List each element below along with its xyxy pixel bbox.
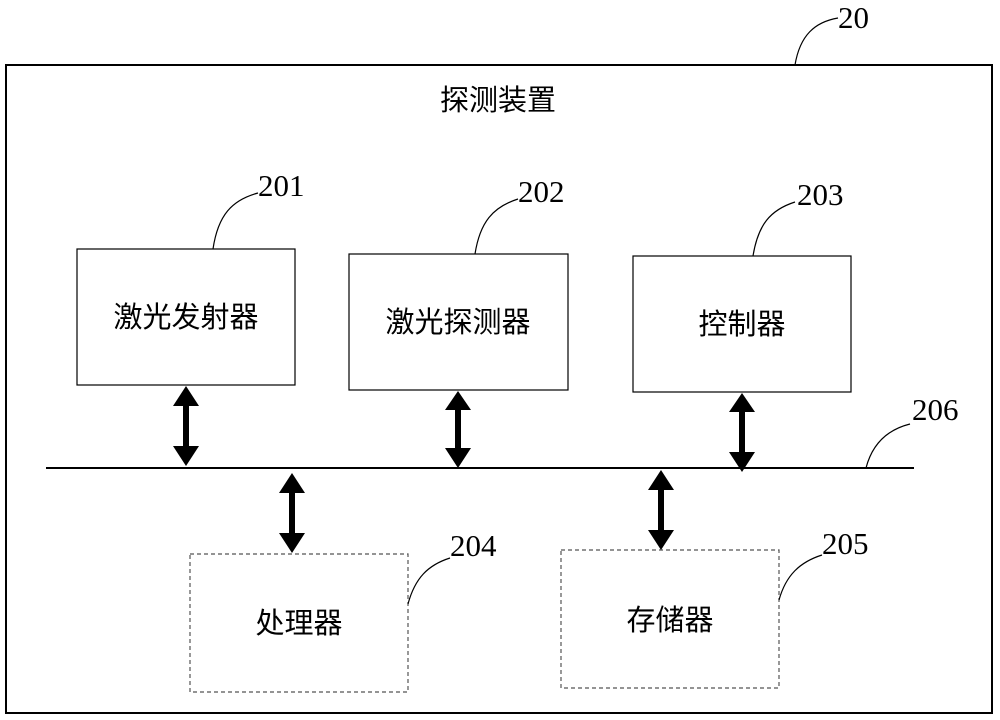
block-laser-emitter: 激光发射器 201 [76,168,305,386]
block-laser-emitter-box [76,248,296,386]
block-processor: 处理器 204 [189,528,497,693]
diagram-title: 探测装置 [440,83,556,117]
block-processor-leader [407,557,451,605]
block-controller: 控制器 203 [632,177,852,393]
double-arrow-icon [648,470,674,550]
arrow-laser-detector-bus [445,391,471,468]
block-laser-detector-leader [474,198,519,255]
bus-ref-label: 206 [912,392,959,427]
block-memory-ref: 205 [822,526,869,561]
block-laser-emitter-leader [212,192,259,250]
bus-ref-leader [865,423,911,469]
block-memory-leader [778,554,823,601]
arrow-bus-processor [279,473,305,553]
block-controller-label: 控制器 [698,307,785,341]
block-controller-box [632,255,852,393]
block-memory-label: 存储器 [626,603,713,637]
arrow-controller-bus [729,393,755,472]
block-controller-leader [752,201,796,257]
double-arrow-icon [279,473,305,553]
outer-ref-leader [794,17,839,66]
block-laser-detector-label: 激光探测器 [385,305,530,339]
block-processor-ref: 204 [450,528,497,563]
block-laser-emitter-ref: 201 [258,168,305,203]
double-arrow-icon [445,391,471,468]
block-processor-label: 处理器 [255,606,342,640]
block-controller-ref: 203 [797,177,844,212]
block-processor-box [189,553,409,693]
block-laser-detector-ref: 202 [518,174,565,209]
arrow-bus-memory [648,470,674,550]
block-memory-box [560,549,780,689]
block-laser-detector-box [348,253,569,391]
double-arrow-icon [173,386,199,466]
block-memory: 存储器 205 [560,526,869,689]
outer-frame [5,64,993,714]
arrow-laser-emitter-bus [173,386,199,466]
block-laser-emitter-label: 激光发射器 [113,300,258,334]
double-arrow-icon [729,393,755,472]
block-laser-detector: 激光探测器 202 [348,174,569,391]
outer-ref-label: 20 [838,0,869,35]
